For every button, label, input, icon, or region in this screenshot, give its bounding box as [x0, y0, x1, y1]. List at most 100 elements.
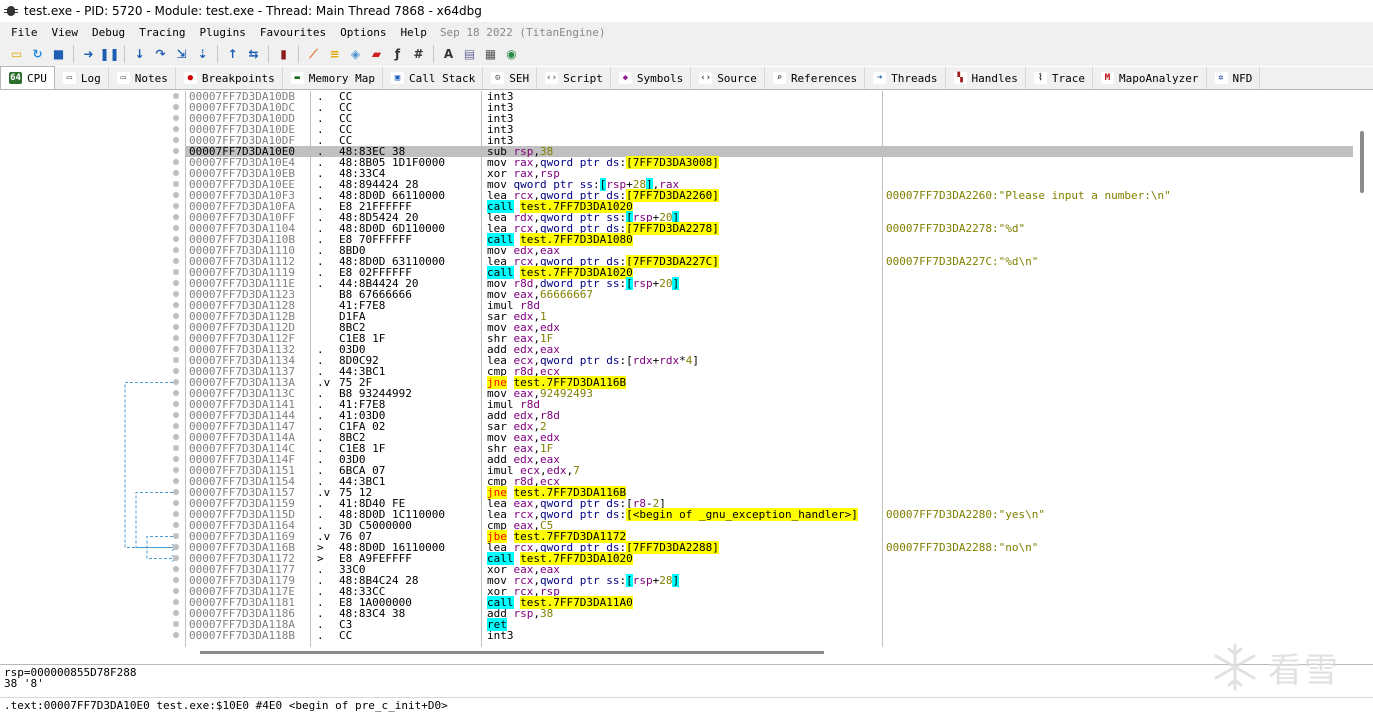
- tab-trace[interactable]: ⌇Trace: [1026, 67, 1094, 89]
- breakpoint-dot[interactable]: [173, 302, 179, 308]
- breakpoint-dot[interactable]: [173, 621, 179, 627]
- breakpoint-dot[interactable]: [173, 324, 179, 330]
- trace-into-icon[interactable]: ⇲: [176, 47, 187, 61]
- tab-log[interactable]: ▭Log: [55, 67, 109, 89]
- tab-memory-map[interactable]: ▬Memory Map: [283, 67, 383, 89]
- breakpoint-dot[interactable]: [173, 148, 179, 154]
- breakpoint-dot[interactable]: [173, 423, 179, 429]
- breakpoint-dot[interactable]: [173, 401, 179, 407]
- breakpoint-dot[interactable]: [173, 577, 179, 583]
- scylla-icon[interactable]: ▮: [280, 47, 287, 61]
- tab-script[interactable]: ‹›Script: [537, 67, 611, 89]
- function-icon[interactable]: ƒ: [394, 47, 401, 61]
- tab-references[interactable]: ⌕References: [765, 67, 866, 89]
- bookmark-icon[interactable]: ▰: [371, 47, 382, 61]
- breakpoint-dot[interactable]: [173, 291, 179, 297]
- breakpoint-dot[interactable]: [173, 412, 179, 418]
- tab-call-stack[interactable]: ▣Call Stack: [383, 67, 484, 89]
- tab-threads[interactable]: ➜Threads: [865, 67, 946, 89]
- restart-icon[interactable]: ↻: [32, 47, 43, 61]
- font-icon[interactable]: A: [443, 47, 454, 61]
- step-into-icon[interactable]: ↓: [134, 47, 145, 61]
- stop-icon[interactable]: ■: [52, 47, 65, 61]
- run-to-user-code-icon[interactable]: ⇆: [248, 47, 259, 61]
- execute-till-return-icon[interactable]: ↑: [227, 47, 238, 61]
- pause-icon[interactable]: ❚❚: [99, 47, 120, 61]
- web-icon[interactable]: ◉: [506, 47, 517, 61]
- breakpoint-dot[interactable]: [173, 555, 179, 561]
- breakpoint-dot[interactable]: [173, 181, 179, 187]
- breakpoint-dot[interactable]: [173, 280, 179, 286]
- trace-over-icon[interactable]: ⇣: [197, 47, 208, 61]
- horizontal-scrollbar[interactable]: [185, 647, 1353, 657]
- calculator-icon[interactable]: ▦: [484, 47, 497, 61]
- tab-breakpoints[interactable]: ●Breakpoints: [176, 67, 283, 89]
- breakpoint-dot[interactable]: [173, 379, 179, 385]
- menu-plugins[interactable]: Plugins: [199, 25, 246, 39]
- tab-nfd[interactable]: ✲NFD: [1207, 67, 1261, 89]
- breakpoint-dot[interactable]: [173, 115, 179, 121]
- label-icon[interactable]: ◈: [350, 47, 361, 61]
- breakpoint-dot[interactable]: [173, 192, 179, 198]
- breakpoint-dot[interactable]: [173, 511, 179, 517]
- breakpoint-dot[interactable]: [173, 368, 179, 374]
- breakpoint-dot[interactable]: [173, 313, 179, 319]
- breakpoint-dot[interactable]: [173, 335, 179, 341]
- menu-debug[interactable]: Debug: [92, 25, 126, 39]
- breakpoint-dot[interactable]: [173, 467, 179, 473]
- breakpoint-dot[interactable]: [173, 632, 179, 638]
- tab-seh[interactable]: ⚙SEH: [483, 67, 538, 89]
- breakpoint-dot[interactable]: [173, 126, 179, 132]
- breakpoint-dot[interactable]: [173, 434, 179, 440]
- horizontal-scroll-thumb[interactable]: [200, 651, 824, 654]
- tab-source[interactable]: ‹›Source: [691, 67, 765, 89]
- tab-notes[interactable]: ▭Notes: [109, 67, 176, 89]
- breakpoint-dot[interactable]: [173, 566, 179, 572]
- menu-options[interactable]: Options: [340, 25, 387, 39]
- breakpoint-dot[interactable]: [173, 533, 179, 539]
- breakpoint-dot[interactable]: [173, 214, 179, 220]
- breakpoint-dot[interactable]: [173, 390, 179, 396]
- breakpoint-dot[interactable]: [173, 489, 179, 495]
- patch-icon[interactable]: ⟋: [309, 46, 318, 61]
- tab-handles[interactable]: ▚Handles: [946, 67, 1026, 89]
- breakpoint-dot[interactable]: [173, 522, 179, 528]
- menu-help[interactable]: Help: [400, 25, 427, 39]
- run-icon[interactable]: ➜: [83, 47, 94, 61]
